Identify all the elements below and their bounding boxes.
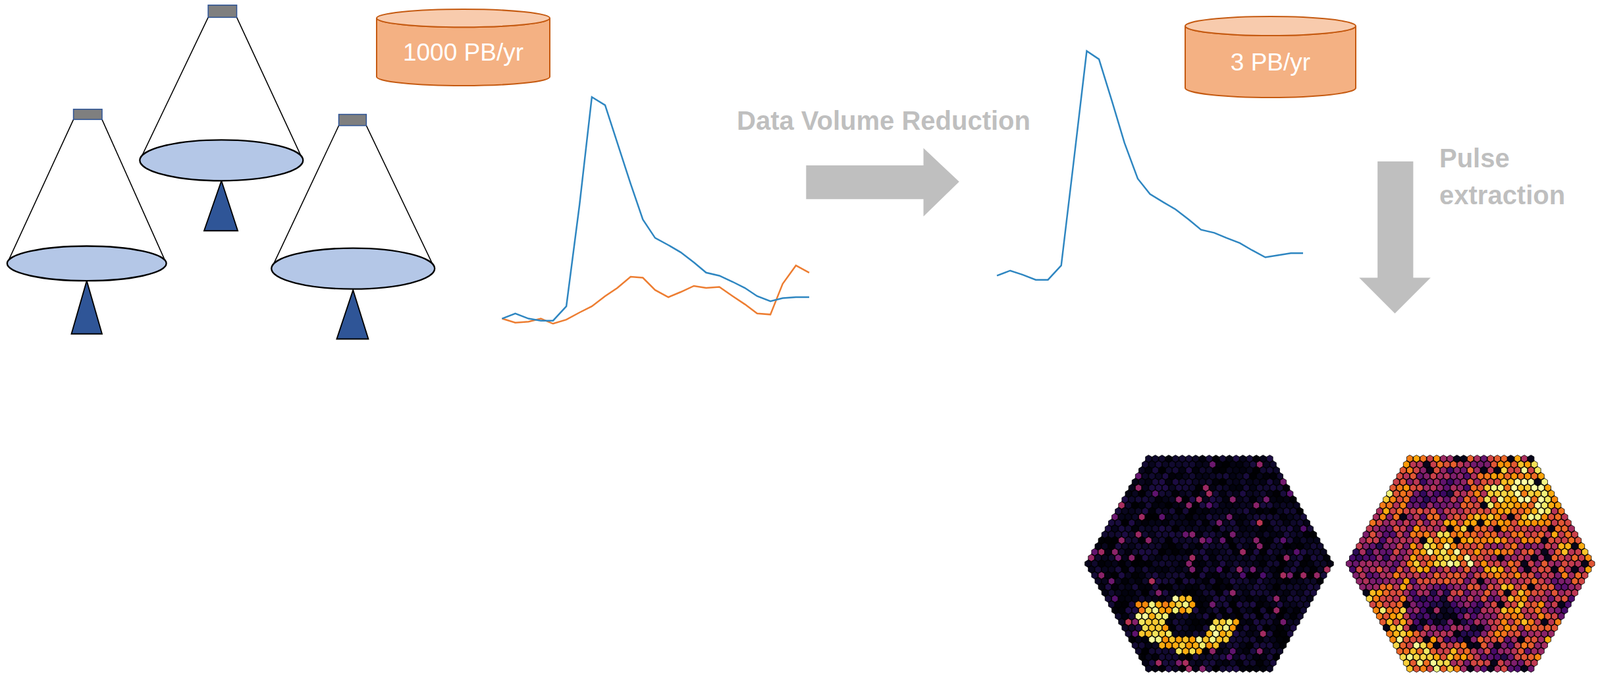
process-label: Pulse extraction	[1439, 139, 1595, 214]
data-rate: 1000 PB/yr	[375, 7, 552, 67]
extraction-arrow	[1359, 161, 1431, 314]
reduction-arrow	[805, 148, 959, 217]
camera-image-noise	[1345, 454, 1595, 673]
camera-image-signal	[1085, 454, 1334, 673]
data-rate: 3 PB/yr	[1183, 15, 1358, 77]
process-label: Data Volume Reduction	[736, 102, 1031, 139]
storage-cylinder: 3 PB/yr	[1183, 15, 1358, 99]
waveforms	[501, 50, 1304, 324]
camera-images	[1085, 454, 1595, 673]
storage-cylinder: 1000 PB/yr	[375, 7, 552, 87]
noise-trace	[501, 265, 809, 324]
telescope-array	[7, 5, 435, 340]
